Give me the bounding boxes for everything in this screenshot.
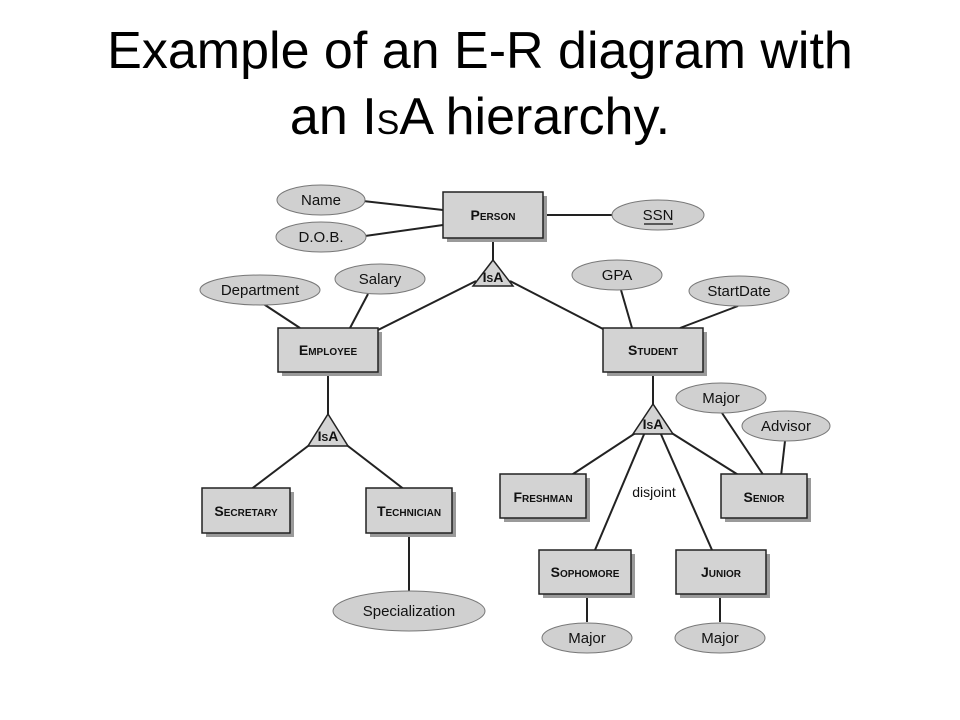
title-line-1: Example of an E-R diagram with: [107, 22, 853, 80]
isa-triangle-student: ISA: [631, 402, 675, 435]
svg-text:GPA: GPA: [602, 267, 633, 284]
attribute-ssn: SSN: [611, 199, 705, 231]
svg-text:JUNIOR: JUNIOR: [701, 564, 742, 580]
svg-text:EMPLOYEE: EMPLOYEE: [299, 342, 358, 358]
line-advisor-senior: [780, 440, 786, 477]
slide-title: Example of an E-R diagram with an ISA hi…: [0, 18, 960, 156]
line-isa-employee: [377, 280, 477, 331]
svg-text:FRESHMAN: FRESHMAN: [513, 489, 572, 505]
title-line-2-small: S: [376, 104, 400, 142]
entity-person: PERSON: [442, 191, 547, 242]
line-isa-senior: [669, 431, 741, 477]
svg-text:Department: Department: [221, 282, 300, 299]
entity-sophomore: SOPHOMORE: [538, 549, 635, 598]
entity-technician: TECHNICIAN: [365, 487, 456, 537]
line-name-person: [362, 200, 444, 211]
line-major-senior: [721, 412, 765, 477]
attribute-major-junior: Major: [674, 622, 766, 654]
svg-text:Name: Name: [301, 192, 341, 209]
svg-text:ISA: ISA: [643, 416, 664, 432]
svg-text:D.O.B.: D.O.B.: [298, 229, 343, 246]
disjoint-label: disjoint: [632, 484, 676, 500]
svg-text:StartDate: StartDate: [707, 283, 770, 300]
attribute-startdate: StartDate: [688, 275, 790, 307]
svg-text:Salary: Salary: [359, 271, 402, 288]
title-line-2: an ISA hierarchy.: [0, 84, 960, 156]
svg-text:Major: Major: [568, 630, 606, 647]
attribute-name: Name: [276, 184, 366, 216]
svg-text:SSN: SSN: [643, 207, 674, 224]
entity-junior: JUNIOR: [675, 549, 770, 598]
title-line-2-pre: an I: [289, 88, 377, 146]
svg-text:Major: Major: [702, 390, 740, 407]
attribute-salary: Salary: [334, 263, 426, 295]
svg-text:SOPHOMORE: SOPHOMORE: [551, 564, 620, 580]
svg-text:Major: Major: [701, 630, 739, 647]
line-salary-employee: [349, 293, 369, 329]
attribute-advisor: Advisor: [741, 410, 831, 442]
entity-secretary: SECRETARY: [201, 487, 294, 537]
line-isa-freshman: [569, 431, 638, 477]
svg-text:SECRETARY: SECRETARY: [214, 503, 278, 519]
svg-text:ISA: ISA: [318, 428, 339, 444]
svg-text:Advisor: Advisor: [761, 418, 811, 435]
svg-text:Specialization: Specialization: [363, 603, 456, 620]
line-isa-junior: [659, 431, 713, 551]
attribute-specialization: Specialization: [332, 590, 486, 632]
line-isa-technician: [343, 442, 406, 491]
entity-employee: EMPLOYEE: [277, 327, 382, 376]
isa-triangle-person: ISA: [471, 258, 515, 287]
connector-lines: [249, 200, 786, 622]
attribute-department: Department: [199, 274, 321, 306]
svg-text:STUDENT: STUDENT: [628, 342, 678, 358]
line-isa-secretary: [249, 442, 313, 491]
svg-text:SENIOR: SENIOR: [743, 489, 785, 505]
entity-student: STUDENT: [602, 327, 707, 376]
entity-senior: SENIOR: [720, 473, 811, 522]
line-isa-sophomore: [594, 431, 646, 551]
title-line-2-post: A hierarchy.: [399, 88, 671, 146]
attribute-dob: D.O.B.: [275, 221, 367, 253]
line-department-employee: [261, 302, 301, 329]
attribute-major-senior: Major: [675, 382, 767, 414]
isa-triangle-employee: ISA: [306, 412, 350, 447]
attribute-major-sophomore: Major: [541, 622, 633, 654]
line-gpa-student: [620, 289, 633, 329]
line-isa-student: [509, 280, 606, 331]
line-startdate-student: [679, 305, 739, 329]
line-dob-person: [364, 224, 444, 237]
entity-freshman: FRESHMAN: [499, 473, 590, 522]
svg-text:ISA: ISA: [483, 269, 504, 285]
attribute-gpa: GPA: [571, 259, 663, 291]
svg-text:TECHNICIAN: TECHNICIAN: [377, 503, 441, 519]
svg-text:PERSON: PERSON: [471, 207, 516, 223]
